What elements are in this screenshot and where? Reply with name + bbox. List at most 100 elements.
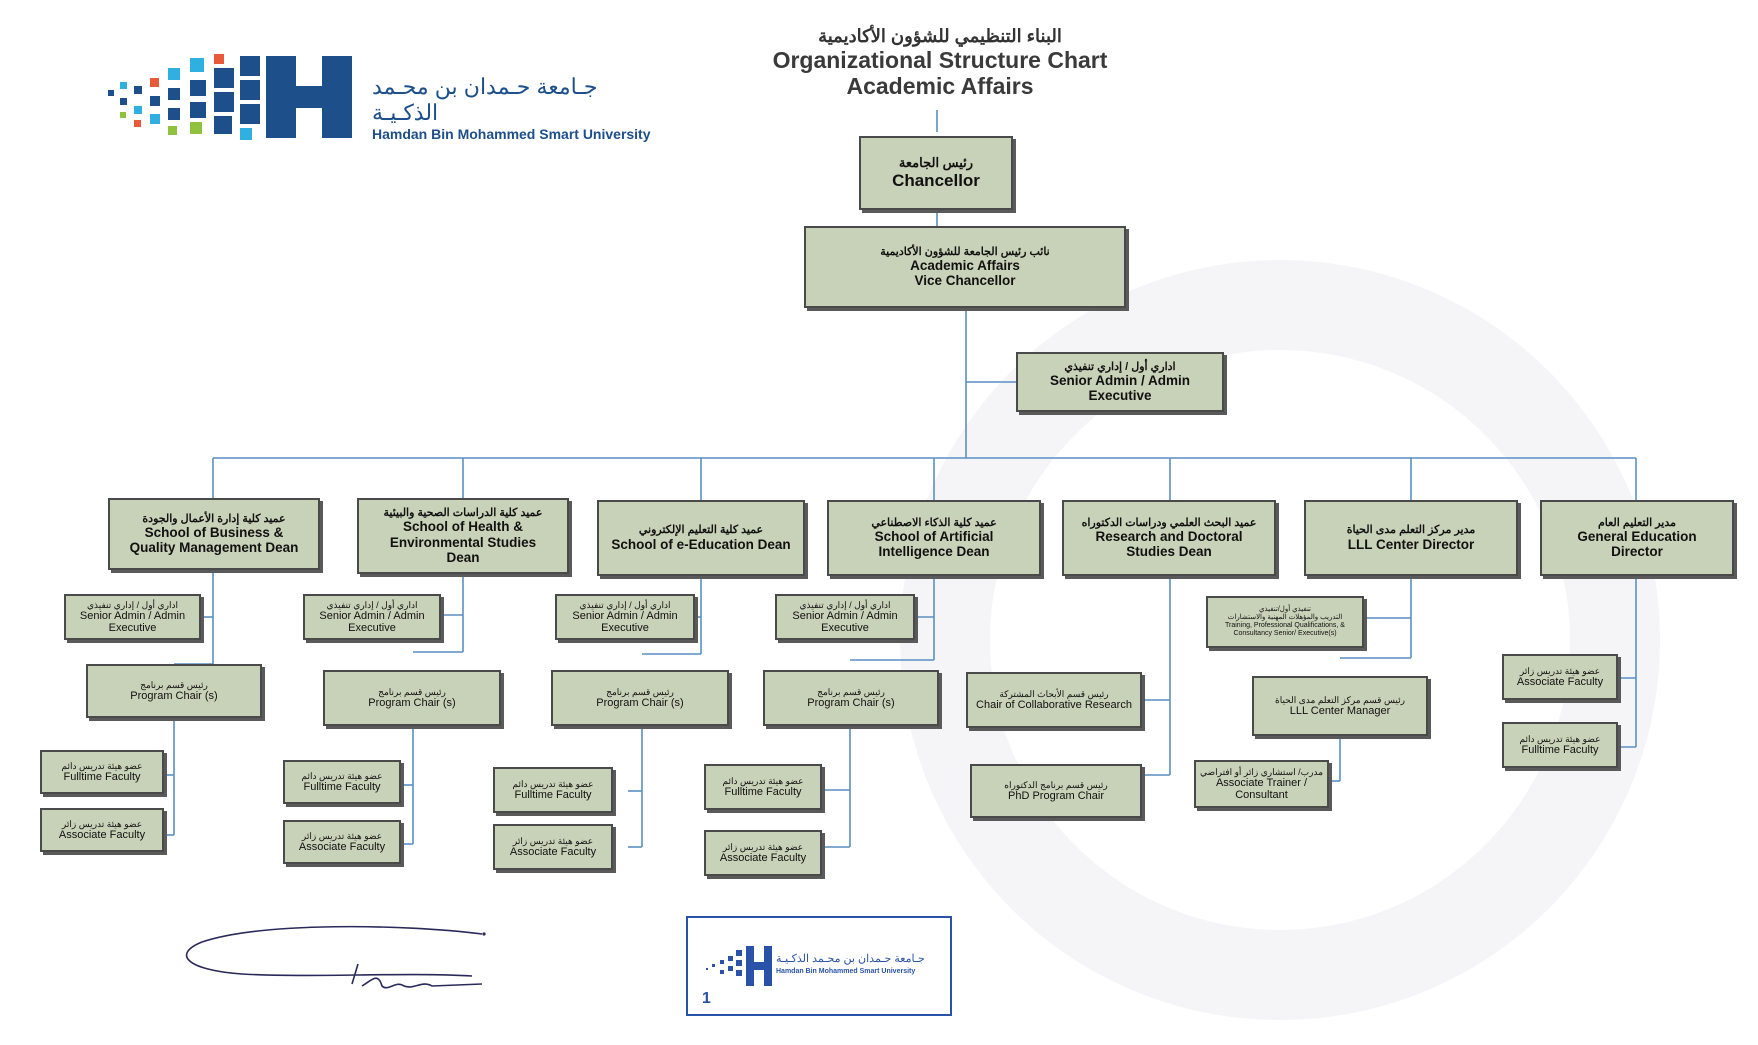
node-fulltime-gen-ed: عضو هيئة تدريس دائم Fulltime Faculty	[1502, 722, 1618, 768]
node-general-education-director: مدير التعليم العام General Education Dir…	[1540, 500, 1734, 576]
associate-en: Associate Faculty	[58, 828, 146, 841]
node-dean-business: عميد كلية إدارة الأعمال والجودة School o…	[108, 498, 320, 570]
program-chair-ar: رئيس قسم برنامج	[378, 686, 446, 697]
stamp-name-english: Hamdan Bin Mohammed Smart University	[776, 968, 916, 975]
node-dean-health: عميد كلية الدراسات الصحية والبيئية Schoo…	[357, 498, 569, 574]
assoc-trainer-en1: Associate Trainer /	[1215, 776, 1308, 789]
node-dean-research: عميد البحث العلمي ودراسات الدكتوراه Rese…	[1062, 500, 1276, 576]
node-senior-admin-top-en2: Executive	[1088, 388, 1152, 404]
lll-exec-en2: Consultancy Senior/ Executive(s)	[1233, 629, 1337, 637]
node-program-chair-eeducation: رئيس قسم برنامج Program Chair (s)	[551, 670, 729, 726]
program-chair-ar: رئيس قسم برنامج	[606, 686, 674, 697]
node-program-chair-ai: رئيس قسم برنامج Program Chair (s)	[763, 670, 939, 726]
node-dean-business-ar: عميد كلية إدارة الأعمال والجودة	[142, 512, 286, 525]
senior-admin-en2: Executive	[601, 622, 649, 635]
assoc-trainer-en2: Consultant	[1235, 789, 1288, 802]
associate-ar: عضو هيئة تدريس زائر	[301, 830, 383, 841]
program-chair-ar: رئيس قسم برنامج	[140, 679, 208, 690]
associate-en: Associate Faculty	[298, 840, 386, 853]
node-associate-business: عضو هيئة تدريس زائر Associate Faculty	[40, 808, 164, 852]
node-chair-collaborative-research: رئيس قسم الأبحاث المشتركة Chair of Colla…	[966, 672, 1142, 728]
lll-manager-ar: رئيس قسم مركز التعلم مدى الحياة	[1275, 694, 1405, 705]
senior-admin-en2: Executive	[348, 622, 396, 635]
node-dean-health-en2: Environmental Studies	[389, 534, 537, 550]
node-lll-director-en1: LLL Center Director	[1347, 536, 1475, 552]
fulltime-ar: عضو هيئة تدريس دائم	[512, 778, 594, 789]
phd-en: PhD Program Chair	[1008, 789, 1104, 802]
senior-admin-en2: Executive	[108, 622, 157, 635]
node-program-chair-business: رئيس قسم برنامج Program Chair (s)	[86, 664, 262, 718]
title-arabic: البناء التنظيمي للشؤون الأكاديمية	[818, 26, 1062, 46]
fulltime-en: Fulltime Faculty	[514, 788, 592, 801]
senior-admin-en1: Senior Admin / Admin	[79, 609, 186, 622]
logo-mark	[108, 54, 352, 140]
node-vice-chancellor-en2: Vice Chancellor	[914, 273, 1016, 289]
node-senior-admin-top-en1: Senior Admin / Admin	[1049, 373, 1190, 389]
node-senior-admin-health: اداري أول / إداري تنفيذي Senior Admin / …	[303, 594, 441, 640]
node-lll-director: مدير مركز التعلم مدى الحياة LLL Center D…	[1304, 500, 1518, 576]
program-chair-en: Program Chair (s)	[596, 696, 684, 709]
logo-name-english: Hamdan Bin Mohammed Smart University	[372, 126, 651, 142]
node-vice-chancellor: نائب رئيس الجامعة للشؤون الأكاديمية Acad…	[804, 226, 1126, 308]
senior-admin-ar: اداري أول / إداري تنفيذي	[87, 599, 178, 610]
node-dean-research-en2: Studies Dean	[1126, 544, 1212, 560]
node-lll-executive: تنفيذي أول/تنفيذي التدريب والمؤهلات المه…	[1206, 596, 1364, 648]
node-associate-ai: عضو هيئة تدريس زائر Associate Faculty	[704, 830, 822, 876]
title-english-line1: Organizational Structure Chart	[772, 47, 1108, 73]
assoc-trainer-ar: مدرب/ استشاري زائر أو افتراضي	[1199, 766, 1324, 777]
node-senior-admin-eeducation: اداري أول / إداري تنفيذي Senior Admin / …	[555, 594, 695, 640]
stamp-page-number: 1	[702, 990, 711, 1007]
program-chair-ar: رئيس قسم برنامج	[817, 686, 885, 697]
stamp-name-arabic: جـامعة حـمدان بن محـمد الذكـيـة	[776, 953, 925, 965]
associate-ar: عضو هيئة تدريس زائر	[61, 818, 143, 829]
node-fulltime-eeducation: عضو هيئة تدريس دائم Fulltime Faculty	[493, 767, 613, 813]
node-dean-ai-en2: Intelligence Dean	[878, 544, 990, 560]
chart-title: البناء التنظيمي للشؤون الأكاديمية Organi…	[700, 26, 1180, 100]
associate-ar: عضو هيئة تدريس زائر	[512, 835, 594, 846]
node-dean-business-en2: Quality Management Dean	[129, 540, 299, 556]
fulltime-ar: عضو هيئة تدريس دائم	[1519, 733, 1601, 744]
node-gen-ed-en2: Director	[1611, 544, 1663, 560]
associate-ar: عضو هيئة تدريس زائر	[1519, 665, 1601, 676]
senior-admin-ar: اداري أول / إداري تنفيذي	[579, 599, 671, 610]
associate-en: Associate Faculty	[509, 845, 597, 858]
node-program-chair-health: رئيس قسم برنامج Program Chair (s)	[323, 670, 501, 726]
node-dean-ai-ar: عميد كلية الذكاء الاصطناعي	[871, 516, 997, 529]
node-dean-eeducation-en1: School of e-Education Dean	[611, 536, 791, 552]
senior-admin-en1: Senior Admin / Admin	[572, 609, 678, 622]
node-dean-business-en1: School of Business &	[144, 525, 284, 541]
fulltime-en: Fulltime Faculty	[1521, 743, 1599, 756]
title-english-line2: Academic Affairs	[846, 73, 1034, 100]
node-senior-admin-top-ar: اداري أول / إداري تنفيذي	[1064, 360, 1176, 373]
node-phd-program-chair: رئيس قسم برنامج الدكتوراه PhD Program Ch…	[970, 764, 1142, 818]
node-dean-research-en1: Research and Doctoral	[1095, 529, 1243, 545]
collab-ar: رئيس قسم الأبحاث المشتركة	[999, 688, 1109, 699]
program-chair-en: Program Chair (s)	[130, 689, 218, 702]
node-dean-health-ar: عميد كلية الدراسات الصحية والبيئية	[383, 507, 543, 520]
logo-name-arabic: جـامعة حـمدان بن محـمد الذكـيـة	[372, 74, 598, 125]
node-vice-chancellor-en1: Academic Affairs	[910, 258, 1020, 274]
node-chancellor-en: Chancellor	[892, 170, 980, 190]
fulltime-ar: عضو هيئة تدريس دائم	[61, 760, 143, 771]
node-vice-chancellor-ar: نائب رئيس الجامعة للشؤون الأكاديمية	[880, 245, 1050, 258]
university-stamp: جـامعة حـمدان بن محـمد الذكـيـة Hamdan B…	[686, 916, 952, 1016]
fulltime-ar: عضو هيئة تدريس دائم	[722, 775, 804, 786]
stamp-logo-mark	[706, 946, 772, 986]
node-dean-ai-en1: School of Artificial	[874, 529, 994, 545]
node-associate-health: عضو هيئة تدريس زائر Associate Faculty	[283, 820, 401, 864]
node-dean-eeducation: عميد كلية التعليم الإلكتروني School of e…	[597, 500, 805, 576]
program-chair-en: Program Chair (s)	[368, 696, 456, 709]
phd-ar: رئيس قسم برنامج الدكتوراه	[1004, 779, 1108, 790]
node-dean-research-ar: عميد البحث العلمي ودراسات الدكتوراه	[1081, 516, 1257, 529]
fulltime-en: Fulltime Faculty	[724, 785, 802, 798]
senior-admin-en1: Senior Admin / Admin	[792, 609, 898, 622]
node-dean-health-en1: School of Health &	[402, 519, 523, 535]
node-fulltime-ai: عضو هيئة تدريس دائم Fulltime Faculty	[704, 764, 822, 810]
node-dean-ai: عميد كلية الذكاء الاصطناعي School of Art…	[827, 500, 1041, 576]
node-chancellor-ar: رئيس الجامعة	[898, 155, 974, 171]
node-dean-health-en3: Dean	[446, 549, 480, 565]
lll-exec-en1: Training, Professional Qualifications, &	[1225, 622, 1345, 629]
node-senior-admin-top: اداري أول / إداري تنفيذي Senior Admin / …	[1016, 352, 1224, 412]
collab-en: Chair of Collaborative Research	[976, 698, 1132, 711]
node-dean-eeducation-ar: عميد كلية التعليم الإلكتروني	[638, 524, 764, 537]
